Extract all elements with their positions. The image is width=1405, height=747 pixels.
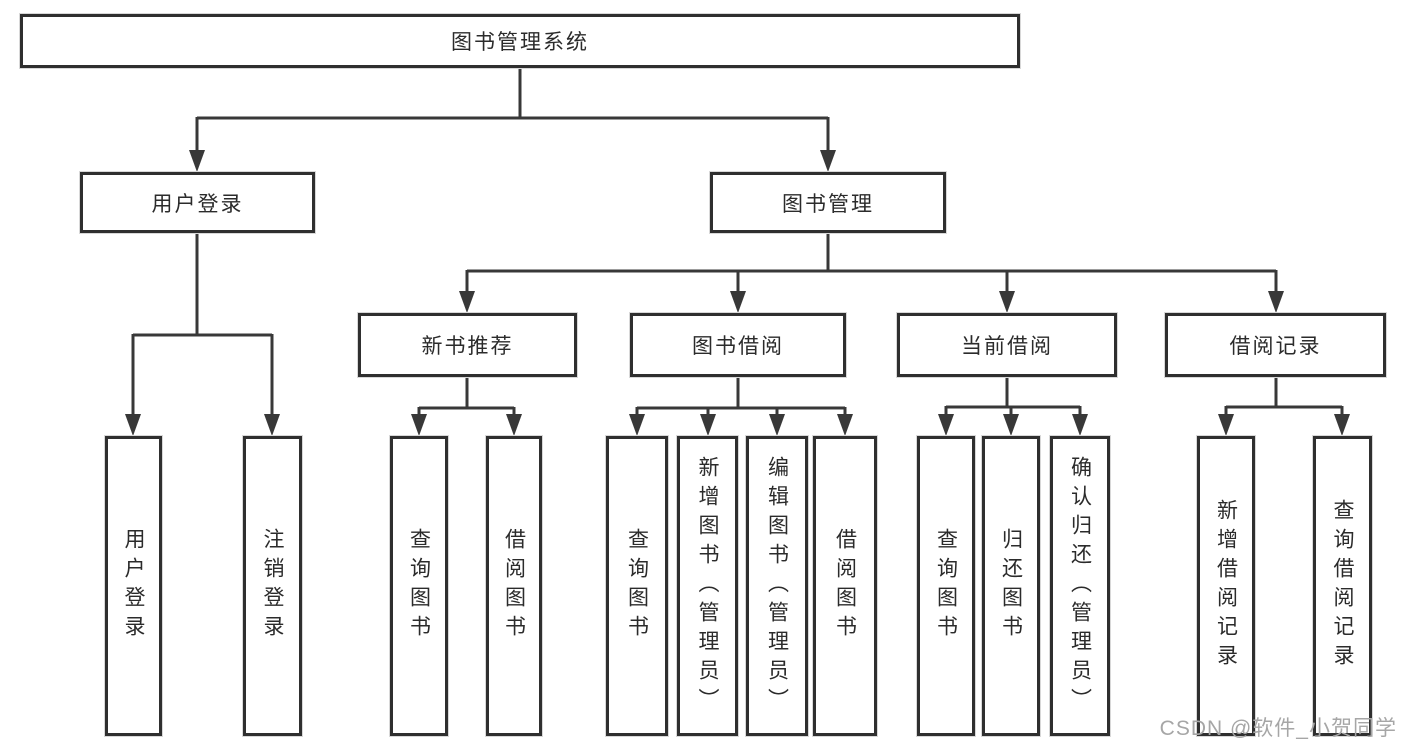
leaf-edit-books-admin: 编辑图书（管理员）: [746, 436, 808, 736]
leaf-label: 编辑图书（管理员）: [765, 455, 789, 717]
leaf-return-books: 归还图书: [982, 436, 1040, 736]
csdn-watermark: CSDN @软件_小贺同学: [1159, 717, 1397, 740]
node-book-borrowing: 图书借阅: [630, 313, 846, 377]
leaf-query-borrow-record: 查询借阅记录: [1313, 436, 1372, 736]
node-user-login-branch: 用户登录: [80, 172, 315, 233]
leaf-label: 用户登录: [122, 528, 145, 644]
leaf-label: 查询借阅记录: [1331, 499, 1354, 673]
leaf-logout: 注销登录: [243, 436, 302, 736]
leaf-add-borrow-record: 新增借阅记录: [1197, 436, 1255, 736]
leaf-query-books-recommend: 查询图书: [390, 436, 448, 736]
leaf-label: 确认归还（管理员）: [1068, 455, 1092, 717]
leaf-borrow-books: 借阅图书: [813, 436, 877, 736]
leaf-label: 新增图书（管理员）: [696, 455, 719, 717]
leaf-label: 归还图书: [999, 528, 1023, 644]
leaf-query-books-borrowing: 查询图书: [606, 436, 668, 736]
leaf-confirm-return-admin: 确认归还（管理员）: [1050, 436, 1110, 736]
leaf-label: 查询图书: [934, 528, 958, 644]
leaf-add-books-admin: 新增图书（管理员）: [677, 436, 738, 736]
leaf-label: 借阅图书: [502, 528, 526, 644]
node-book-management-branch: 图书管理: [710, 172, 946, 233]
node-root-system: 图书管理系统: [20, 14, 1020, 68]
node-borrowing-records: 借阅记录: [1165, 313, 1386, 377]
leaf-borrow-books-recommend: 借阅图书: [486, 436, 542, 736]
leaf-label: 注销登录: [261, 528, 284, 644]
node-new-book-recommend: 新书推荐: [358, 313, 577, 377]
leaf-user-login: 用户登录: [105, 436, 162, 736]
leaf-label: 借阅图书: [833, 528, 857, 644]
leaf-label: 新增借阅记录: [1214, 499, 1238, 673]
leaf-label: 查询图书: [625, 528, 649, 644]
leaf-label: 查询图书: [407, 528, 431, 644]
node-current-borrowing: 当前借阅: [897, 313, 1117, 377]
leaf-query-books-current: 查询图书: [917, 436, 975, 736]
